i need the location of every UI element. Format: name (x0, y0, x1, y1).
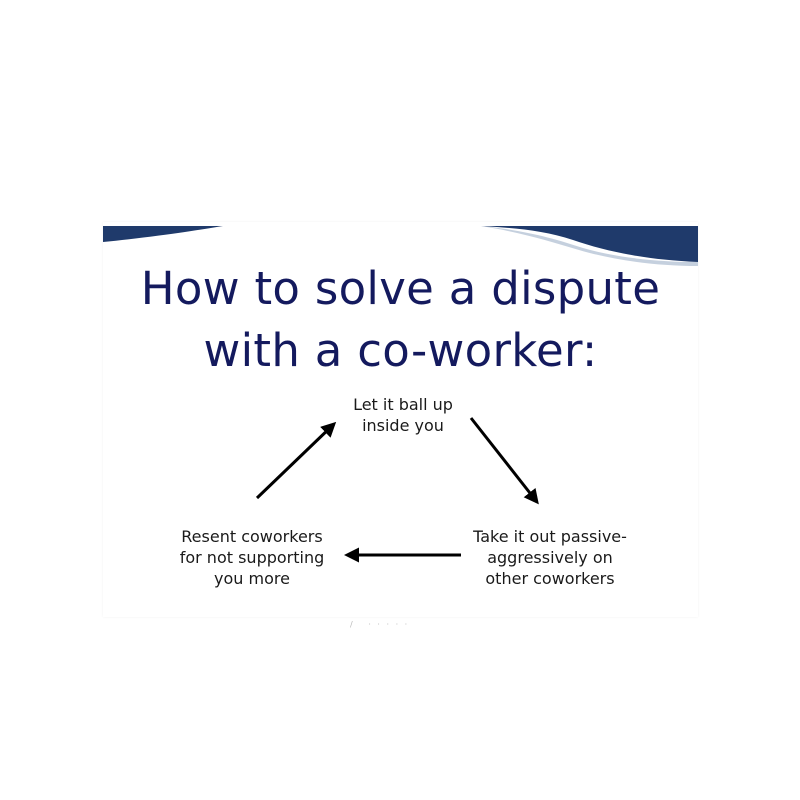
slide: How to solve a dispute with a co-worker:… (103, 222, 698, 617)
cycle-node-left-line-3: you more (214, 569, 290, 588)
page-title: How to solve a dispute with a co-worker: (103, 258, 698, 382)
cycle-node-top-line-2: inside you (362, 416, 444, 435)
cycle-node-right-line-3: other coworkers (485, 569, 615, 588)
header-swoosh (103, 226, 698, 266)
cycle-node-right-line-2: aggressively on (487, 548, 613, 567)
swoosh-right-highlight (481, 226, 698, 266)
swoosh-right (481, 226, 698, 262)
title-line-1: How to solve a dispute (140, 262, 661, 315)
cycle-node-right: Take it out passive- aggressively on oth… (465, 526, 635, 589)
cycle-node-top: Let it ball up inside you (328, 394, 478, 436)
faint-watermark-marks: / · · · · · (350, 620, 410, 629)
cycle-node-right-line-1: Take it out passive- (473, 527, 627, 546)
title-line-2: with a co-worker: (203, 324, 598, 377)
arrow-top-to-right (469, 417, 539, 505)
cycle-node-top-line-1: Let it ball up (353, 395, 453, 414)
cycle-node-left-line-2: for not supporting (179, 548, 325, 567)
swoosh-left (103, 226, 223, 242)
arrow-left-to-top (255, 421, 337, 500)
cycle-node-left: Resent coworkers for not supporting you … (167, 526, 337, 589)
cycle-node-left-line-1: Resent coworkers (181, 527, 323, 546)
